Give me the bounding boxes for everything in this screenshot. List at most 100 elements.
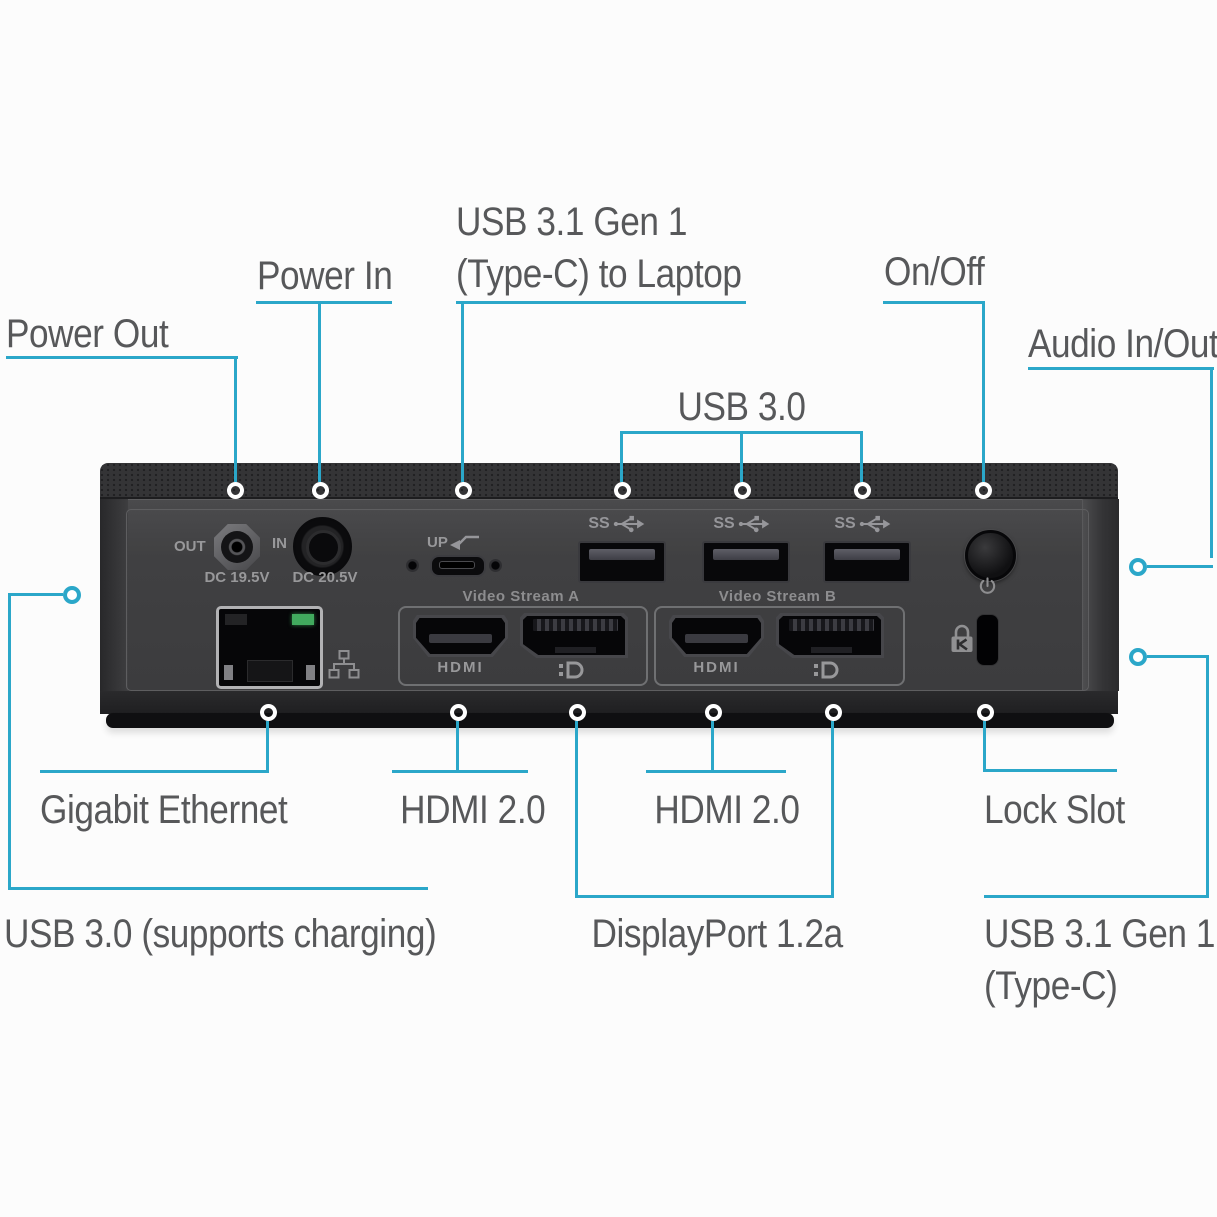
power-in-callout-drop <box>318 301 321 482</box>
usb30-bracket-drop-3 <box>860 431 863 482</box>
callout-dot-lock-slot <box>977 704 994 721</box>
usbc-laptop-callout-line <box>456 301 746 304</box>
hdmi-a-callout-line <box>392 770 528 773</box>
usb-ss-icon: SS <box>831 514 895 534</box>
port-label-dc-19-5v: DC 19.5V <box>204 569 270 586</box>
usbc-right-connector <box>1147 655 1209 658</box>
dock-top-edge <box>100 463 1118 499</box>
audio-callout-connector <box>1147 565 1213 568</box>
lock-slot-port <box>976 614 999 666</box>
label-usbc-to-laptop: USB 3.1 Gen 1 (Type-C) to Laptop <box>456 196 742 300</box>
power-out-port <box>214 524 260 570</box>
usb-c-upstream-port <box>430 555 486 577</box>
port-label-up: UP <box>427 534 448 551</box>
power-button <box>965 530 1016 581</box>
label-displayport: DisplayPort 1.2a <box>591 912 844 956</box>
callout-dot-hdmi-a <box>450 704 467 721</box>
usb-a-port-2 <box>702 541 790 583</box>
usb-trident-icon <box>613 515 644 533</box>
displayport-bracket-right <box>831 721 834 898</box>
video-stream-a-label: Video Stream A <box>462 588 580 605</box>
hdmi-a-port-label: HDMI <box>437 659 484 676</box>
displayport-logo-icon <box>559 661 584 679</box>
upstream-arrow-icon <box>450 535 479 550</box>
label-usbc-to-laptop-line2: (Type-C) to Laptop <box>456 252 742 296</box>
callout-dot-power-in <box>312 482 329 499</box>
label-on-off: On/Off <box>884 250 985 294</box>
callout-dot-displayport-b <box>825 704 842 721</box>
video-stream-b-group <box>654 606 905 686</box>
power-in-port <box>293 517 352 576</box>
usbc-right-vertical <box>1206 655 1209 898</box>
callout-dot-usbc-right <box>1129 648 1147 666</box>
usb30-charging-line <box>8 887 428 890</box>
usb-ss-icon: SS <box>710 514 774 534</box>
usb-ss-icon: SS <box>585 514 649 534</box>
video-stream-a-group <box>398 606 648 686</box>
displayport-bracket-line <box>575 895 834 898</box>
port-label-out: OUT <box>174 538 206 555</box>
callout-dot-displayport-a <box>569 704 586 721</box>
usb-a-port-1 <box>578 541 666 583</box>
dock-bottom-lip <box>100 691 1118 714</box>
callout-dot-usbc-laptop <box>455 482 472 499</box>
ethernet-led-left <box>225 614 247 625</box>
power-out-callout-line <box>6 356 238 359</box>
dock-inset-panel <box>126 509 1089 691</box>
dock-base <box>106 713 1114 728</box>
hdmi-port-a <box>413 615 508 657</box>
power-in-callout-line <box>256 301 392 304</box>
callout-dot-audio <box>1129 558 1147 576</box>
audio-callout-drop <box>1210 367 1213 558</box>
on-off-callout-line <box>883 301 985 304</box>
lock-slot-callout-drop <box>983 721 986 772</box>
callout-dot-hdmi-b <box>705 704 722 721</box>
displayport-logo-icon <box>814 661 839 679</box>
hdmi-b-callout-line <box>646 770 786 773</box>
label-usbc-typec-line1: USB 3.1 Gen 1 <box>984 912 1216 956</box>
callout-dot-usb30-3 <box>854 482 871 499</box>
ss-label: SS <box>713 515 735 532</box>
kensington-lock-icon <box>951 624 973 652</box>
video-stream-b-label: Video Stream B <box>718 588 837 605</box>
label-usbc-typec-line2: (Type-C) <box>984 964 1118 1008</box>
hdmi-b-port-label: HDMI <box>693 659 740 676</box>
label-usbc-to-laptop-line1: USB 3.1 Gen 1 <box>456 200 688 244</box>
power-out-callout-drop <box>234 356 237 482</box>
label-usb30-charging: USB 3.0 (supports charging) <box>4 912 437 956</box>
port-label-in: IN <box>272 535 287 552</box>
label-power-out: Power Out <box>6 312 169 356</box>
usb30-bracket-drop-1 <box>620 431 623 482</box>
usb-a-port-3 <box>823 541 911 583</box>
screw-hole-right <box>489 559 502 572</box>
displayport-port-a <box>520 613 628 658</box>
dock-left-bevel <box>100 499 128 691</box>
port-label-dc-20-5v: DC 20.5V <box>292 569 358 586</box>
label-lock-slot: Lock Slot <box>984 788 1125 832</box>
label-usb30: USB 3.0 <box>677 385 806 429</box>
audio-callout-line <box>1028 367 1214 370</box>
hdmi-a-callout-drop <box>456 721 459 773</box>
displayport-port-b <box>776 613 884 658</box>
label-hdmi-a: HDMI 2.0 <box>400 788 546 832</box>
gigabit-callout-line <box>40 770 269 773</box>
screw-hole-left <box>406 559 419 572</box>
lock-slot-callout-line <box>983 769 1117 772</box>
ethernet-port <box>216 606 323 689</box>
usb30-bracket-drop-2 <box>740 431 743 482</box>
on-off-callout-drop <box>982 301 985 482</box>
callout-dot-power-out <box>227 482 244 499</box>
label-gigabit-ethernet: Gigabit Ethernet <box>40 788 288 832</box>
hdmi-b-callout-drop <box>711 721 714 773</box>
label-hdmi-b: HDMI 2.0 <box>654 788 800 832</box>
callout-dot-usb30-2 <box>734 482 751 499</box>
gigabit-callout-drop <box>266 721 269 773</box>
ss-label: SS <box>588 515 610 532</box>
hdmi-port-b <box>669 615 764 657</box>
network-icon <box>328 650 360 679</box>
ss-label: SS <box>834 515 856 532</box>
callout-dot-usb30-charging <box>63 586 81 604</box>
label-usbc-typec: USB 3.1 Gen 1 (Type-C) <box>984 908 1215 1012</box>
label-audio-in-out: Audio In/Out <box>1028 322 1217 366</box>
